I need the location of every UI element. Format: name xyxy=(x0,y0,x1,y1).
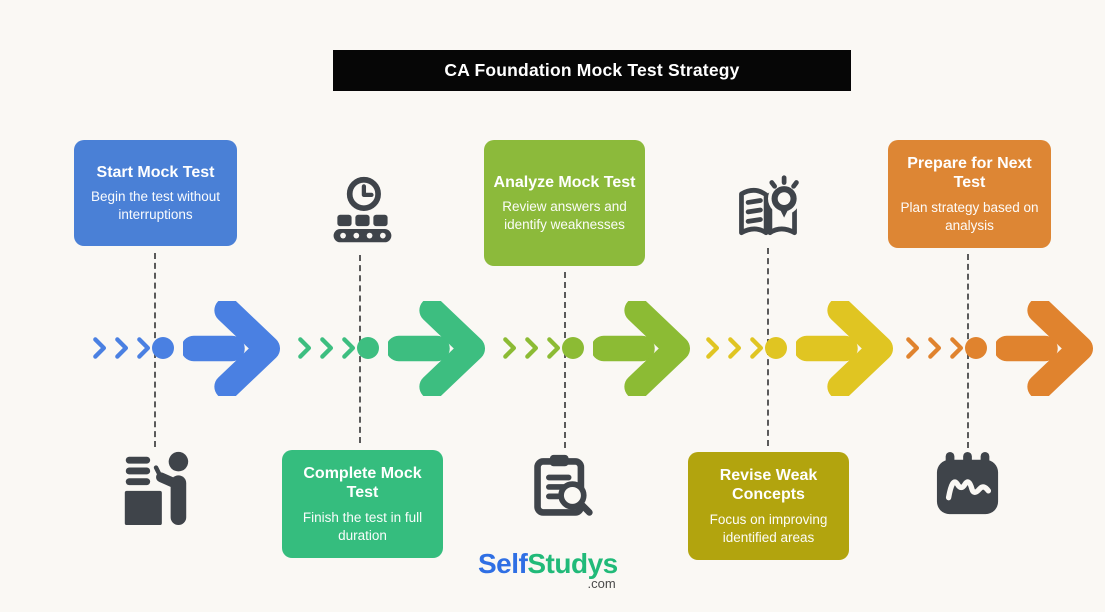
step-description: Finish the test in full duration xyxy=(302,509,423,543)
chevron-icon xyxy=(750,337,764,359)
right-arrow-icon xyxy=(593,300,691,396)
step-heading: Prepare for Next Test xyxy=(907,154,1032,192)
chevron-icon xyxy=(928,337,942,359)
step-description: Focus on improving identified areas xyxy=(709,511,828,545)
step-card-prepare-next-test: Prepare for Next Test Plan strategy base… xyxy=(888,140,1051,248)
flow-arrow-group xyxy=(503,300,691,396)
chevron-icon xyxy=(320,337,334,359)
logo-part-studys: Studys xyxy=(527,548,618,579)
step-heading: Complete Mock Test xyxy=(303,464,422,502)
logo-part-self: Self xyxy=(478,548,528,579)
step-card-start-mock-test: Start Mock Test Begin the test without i… xyxy=(74,140,237,246)
person-writing-at-desk-icon xyxy=(124,451,189,526)
clipboard-with-magnifier-icon xyxy=(534,454,593,516)
timeline-dot xyxy=(765,337,787,359)
dashed-connector xyxy=(564,272,566,448)
step-heading: Revise Weak Concepts xyxy=(719,466,818,504)
timeline-dot xyxy=(965,337,987,359)
title-banner: CA Foundation Mock Test Strategy xyxy=(333,50,851,91)
flow-arrow-group xyxy=(706,300,894,396)
chevron-icon xyxy=(706,337,720,359)
step-card-complete-mock-test: Complete Mock Test Finish the test in fu… xyxy=(282,450,443,558)
flow-arrow-group xyxy=(906,300,1094,396)
step-card-analyze-mock-test: Analyze Mock Test Review answers and ide… xyxy=(484,140,645,266)
logo-suffix-com: .com xyxy=(587,575,616,591)
right-arrow-icon xyxy=(796,300,894,396)
chevron-icon xyxy=(342,337,356,359)
chevron-icon xyxy=(115,337,129,359)
step-heading: Start Mock Test xyxy=(96,163,215,181)
chevron-icon xyxy=(298,337,312,359)
step-description: Plan strategy based on analysis xyxy=(900,199,1039,233)
timeline-dot xyxy=(357,337,379,359)
chevron-icon xyxy=(93,337,107,359)
open-book-with-idea-bulb-icon xyxy=(739,175,801,236)
chevron-icon xyxy=(137,337,151,359)
right-arrow-icon xyxy=(996,300,1094,396)
selfstudys-logo: SelfStudys .com xyxy=(478,548,618,591)
chevron-icon xyxy=(525,337,539,359)
chevron-icon xyxy=(503,337,517,359)
flow-arrow-group xyxy=(298,300,486,396)
right-arrow-icon xyxy=(183,300,281,396)
step-description: Begin the test without interruptions xyxy=(90,189,221,222)
calendar-with-signature-icon xyxy=(936,452,999,515)
timeline-dot xyxy=(152,337,174,359)
step-card-revise-weak-concepts: Revise Weak Concepts Focus on improving … xyxy=(688,452,849,560)
clock-over-conveyor-queue-icon xyxy=(333,176,392,243)
timeline-dot xyxy=(562,337,584,359)
chevron-icon xyxy=(728,337,742,359)
right-arrow-icon xyxy=(388,300,486,396)
flow-arrow-group xyxy=(93,300,281,396)
step-description: Review answers and identify weaknesses xyxy=(502,199,627,232)
chevron-icon xyxy=(950,337,964,359)
page-title: CA Foundation Mock Test Strategy xyxy=(444,60,740,80)
step-heading: Analyze Mock Test xyxy=(493,173,636,191)
chevron-icon xyxy=(906,337,920,359)
chevron-icon xyxy=(547,337,561,359)
